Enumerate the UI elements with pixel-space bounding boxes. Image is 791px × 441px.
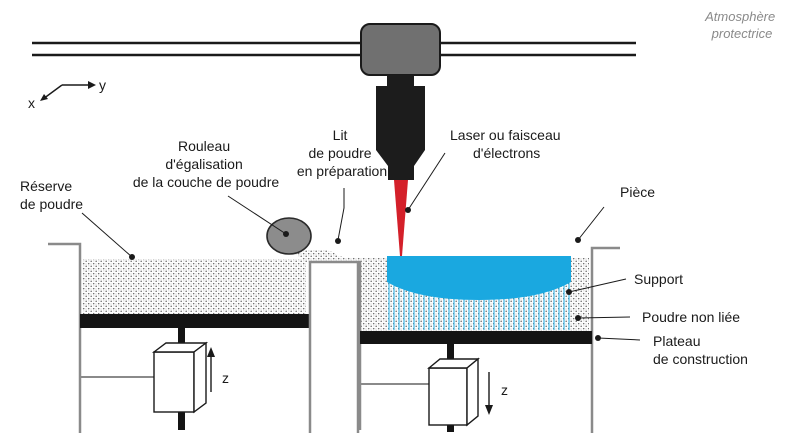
- z-arrow-down: [485, 372, 493, 415]
- build-plate: [360, 331, 592, 344]
- support-label: Support: [634, 271, 683, 287]
- leader-lines: [81, 152, 641, 341]
- roller-label: Rouleau d'égalisation de la couche de po…: [133, 138, 280, 190]
- axis-z-right-label: z: [501, 382, 508, 398]
- reserve-actuator: [151, 341, 209, 414]
- atmosphere-label: Atmosphère protectrice: [704, 9, 779, 41]
- gantry-rails: [32, 41, 636, 57]
- print-head: [360, 23, 441, 180]
- part-label: Pièce: [620, 184, 655, 200]
- roller: [266, 217, 312, 255]
- build-plate-label: Plateau de construction: [653, 333, 748, 367]
- leader-dots: [129, 207, 601, 341]
- support-lattice: [388, 282, 570, 330]
- powder-reserve-label: Réserve de poudre: [20, 178, 83, 212]
- axis-x-label: x: [28, 95, 35, 111]
- laser-label: Laser ou faisceau d'électrons: [450, 127, 564, 161]
- build-chamber: [358, 246, 620, 433]
- axis-z-left-label: z: [222, 370, 229, 386]
- axis-y-label: y: [99, 77, 106, 93]
- build-actuator: [427, 357, 480, 427]
- axis-indicator: [40, 81, 96, 101]
- laser-beam: [394, 180, 408, 256]
- z-arrow-up: [207, 347, 215, 392]
- separator-wall: [308, 260, 360, 433]
- part: [387, 256, 571, 300]
- powder-bed-label: Lit de poudre en préparation: [297, 127, 387, 179]
- powder-reserve-chamber: [48, 242, 370, 433]
- unbound-powder-label: Poudre non liée: [642, 309, 740, 325]
- reserve-plate: [80, 314, 309, 328]
